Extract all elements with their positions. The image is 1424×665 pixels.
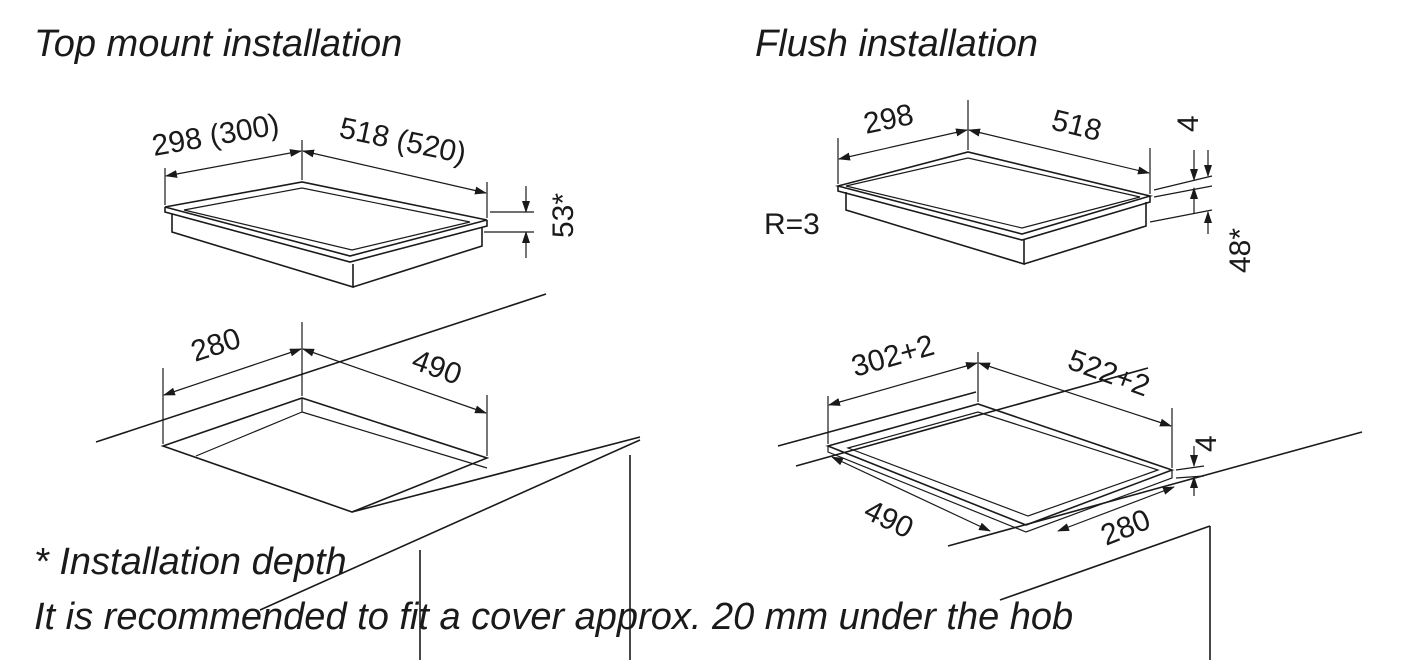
cover-recommendation-note: It is recommended to fit a cover approx.… [34,596,1073,638]
flush-hob [834,151,1154,266]
flush-recess-depth-label: 4 [1190,435,1223,452]
flush-frame-thickness-label: 4 [1172,115,1205,132]
flush-title: Flush installation [755,23,1038,65]
top-mount-title: Top mount installation [34,23,402,65]
top-mount-hob-dimensions [164,140,534,258]
flush-recess-dimensions [827,352,1205,532]
flush-width-label: 298 [861,98,917,141]
flush-cutout-width-label: 280 [1096,503,1155,552]
top-mount-cutout-width-label: 280 [187,322,245,369]
flush-length-label: 518 [1048,104,1105,148]
flush-radius-label: R=3 [764,208,820,241]
flush-recess-length-label: 522+2 [1064,344,1154,404]
top-mount-length-label: 518 (520) [337,112,469,171]
top-mount-cutout-dimensions [162,322,488,456]
top-mount-countertop [95,293,641,660]
flush-recess-width-label: 302+2 [848,329,938,384]
top-mount-cutout-length-label: 490 [408,344,466,392]
top-mount-width-label: 298 (300) [149,108,281,163]
top-mount-depth-label: 53* [547,193,580,238]
flush-cutout-length-label: 490 [859,494,918,546]
installation-depth-note: * Installation depth [34,541,347,583]
top-mount-hob [164,181,488,289]
flush-depth-label: 48* [1224,228,1257,273]
flush-hob-dimensions [837,100,1213,234]
